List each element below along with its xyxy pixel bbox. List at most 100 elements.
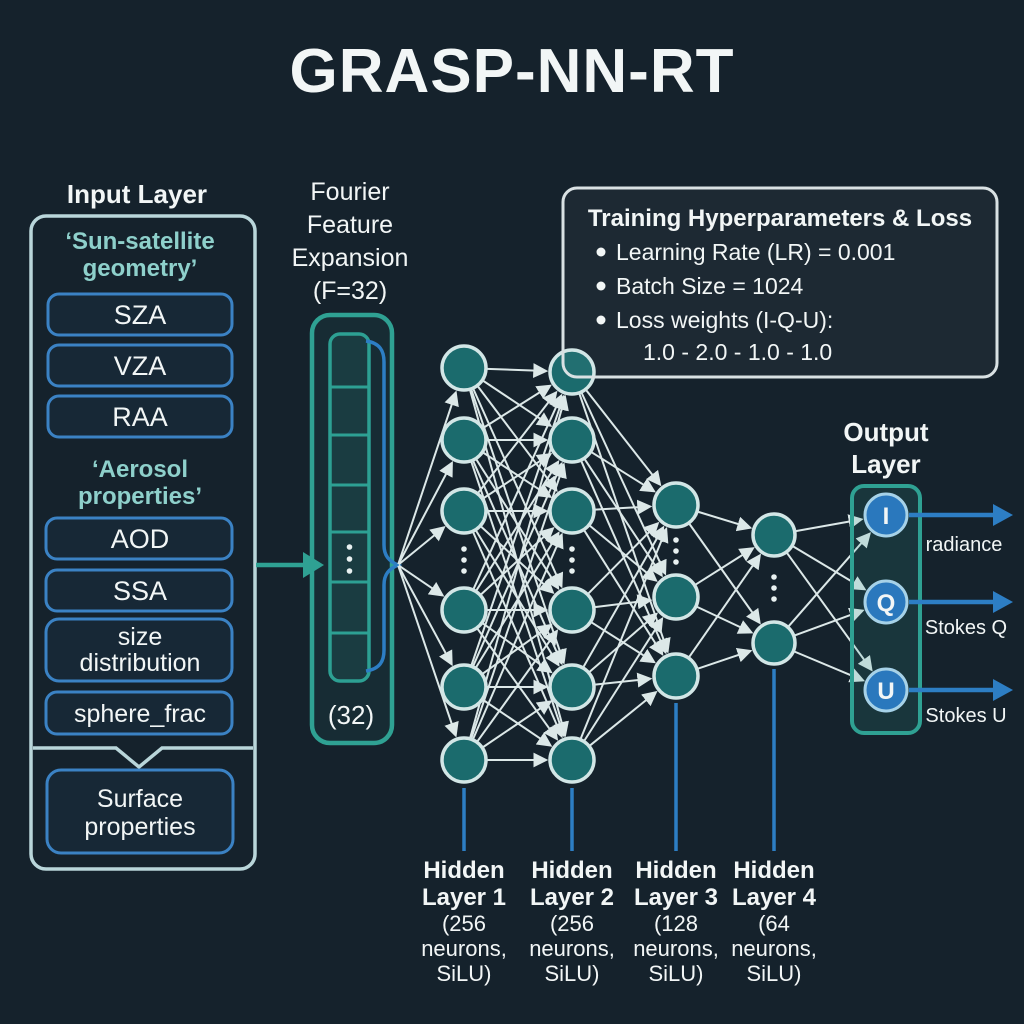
output-arrowhead-q-icon — [993, 591, 1013, 613]
network-edge — [482, 700, 553, 748]
hyperparam-batch-size: Batch Size = 1024 — [616, 273, 804, 299]
svg-text:Hidden: Hidden — [531, 857, 612, 884]
hidden-layer-2-node — [548, 416, 596, 464]
hyperparams-box — [561, 186, 999, 379]
input-box-aod — [44, 516, 234, 561]
svg-text:(256: (256 — [550, 911, 594, 936]
input-label-surface-line2: properties — [84, 813, 195, 841]
output-node-i — [863, 492, 909, 538]
ellipsis-dot — [569, 546, 575, 552]
input-label-surface-line1: Surface — [97, 785, 183, 813]
svg-text:Layer 1: Layer 1 — [422, 884, 506, 911]
output-layer-title-line1: Output — [843, 417, 929, 447]
input-layer-container — [29, 214, 257, 871]
network-edge — [482, 379, 553, 427]
page-title: GRASP-NN-RT — [290, 37, 735, 106]
fourier-feature-group: Fourier Feature Expansion (F=32) (32) — [292, 178, 409, 746]
fourier-label-line4: (F=32) — [313, 277, 387, 305]
hidden-layer-2-label: Hidden Layer 2 (256 neurons, SiLU) — [529, 857, 615, 986]
ellipsis-dot — [461, 568, 467, 574]
fourier-brace — [365, 339, 403, 673]
input-box-ssa — [44, 568, 234, 613]
geometry-header-line1: ‘Sun-satellite — [65, 228, 214, 255]
input-label-size-line2: distribution — [80, 649, 201, 677]
svg-text:SiLU): SiLU) — [544, 961, 599, 986]
input-box-size-distribution — [44, 617, 234, 683]
hidden-layer-3-node — [652, 573, 700, 621]
network-edge — [482, 384, 552, 429]
ellipsis-dot — [771, 574, 777, 580]
hidden-layer-4-node — [751, 620, 797, 666]
output-label-stokes-u: Stokes U — [925, 705, 1006, 727]
input-layer-title: Input Layer — [67, 179, 207, 209]
output-node-q — [863, 579, 909, 625]
fourier-vector-box — [328, 332, 371, 683]
hidden-layer-2-node — [548, 663, 596, 711]
fourier-label-line2: Feature — [307, 211, 393, 239]
ellipsis-dot — [673, 537, 679, 543]
fourier-label-line3: Expansion — [292, 244, 409, 272]
aerosol-header-line2: properties’ — [78, 483, 202, 510]
network-edge — [398, 564, 445, 597]
output-arrowhead-i-icon — [993, 504, 1013, 526]
network-edge — [397, 461, 453, 565]
network-edge — [787, 532, 872, 628]
svg-text:Layer 2: Layer 2 — [530, 884, 614, 911]
output-layer-group: Output Layer I radiance Q Stokes Q U Sto… — [843, 417, 1013, 735]
output-arrowhead-u-icon — [993, 679, 1013, 701]
hidden-layer-1-node — [440, 663, 488, 711]
network-edge — [397, 390, 459, 565]
input-divider-notch — [33, 746, 253, 770]
network-edge — [472, 393, 563, 590]
hidden-layer-labels: Hidden Layer 1 (256 neurons, SiLU) Hidde… — [421, 857, 817, 986]
svg-text:neurons,: neurons, — [633, 936, 719, 961]
network-edge — [482, 699, 553, 747]
ellipsis-dot — [771, 596, 777, 602]
svg-text:neurons,: neurons, — [731, 936, 817, 961]
svg-text:neurons,: neurons, — [421, 936, 507, 961]
network-edge — [397, 565, 453, 667]
network-edge — [697, 647, 753, 670]
hyperparam-loss-values: 1.0 - 2.0 - 1.0 - 1.0 — [643, 339, 832, 365]
ellipsis-dot — [673, 559, 679, 565]
hidden-layer-2-node — [548, 348, 596, 396]
input-label-sza: SZA — [114, 300, 167, 330]
network-edge — [476, 629, 559, 742]
input-label-ssa: SSA — [113, 576, 167, 606]
network-edge — [696, 605, 754, 634]
network-edge — [589, 690, 658, 747]
ellipsis-dot — [569, 568, 575, 574]
network-edge — [398, 526, 446, 566]
network-edge — [694, 547, 755, 586]
network-edge — [582, 525, 665, 668]
network-edge — [688, 523, 761, 625]
network-edge — [477, 390, 558, 494]
hidden-layer-3-node — [652, 652, 700, 700]
output-node-q-label: Q — [877, 590, 896, 617]
input-box-surface — [45, 768, 235, 855]
input-label-size-line1: size — [118, 623, 162, 651]
svg-text:Layer 3: Layer 3 — [634, 884, 718, 911]
input-box-sza — [46, 292, 234, 337]
fourier-count-label: (32) — [328, 700, 374, 730]
input-label-raa: RAA — [112, 402, 168, 432]
hyperparams-group: Training Hyperparameters & Loss Learning… — [561, 186, 999, 379]
ellipsis-dot — [569, 557, 575, 563]
output-label-stokes-q: Stokes Q — [925, 617, 1007, 639]
network-edge — [472, 532, 564, 740]
bullet-dots — [596, 247, 606, 325]
hidden-layer-1-node — [440, 586, 488, 634]
network-edge — [585, 389, 662, 487]
svg-text:Layer 4: Layer 4 — [732, 884, 817, 911]
network-edge — [475, 460, 560, 592]
network-edge — [580, 392, 667, 576]
network-nodes — [440, 344, 797, 784]
output-node-u-label: U — [877, 678, 894, 705]
input-layer-group: Input Layer ‘Sun-satellite geometry’ SZA… — [29, 179, 257, 871]
network-edge — [476, 628, 559, 741]
network-edge — [786, 552, 873, 672]
network-edge — [397, 565, 459, 738]
input-box-sphere-frac — [44, 690, 234, 736]
